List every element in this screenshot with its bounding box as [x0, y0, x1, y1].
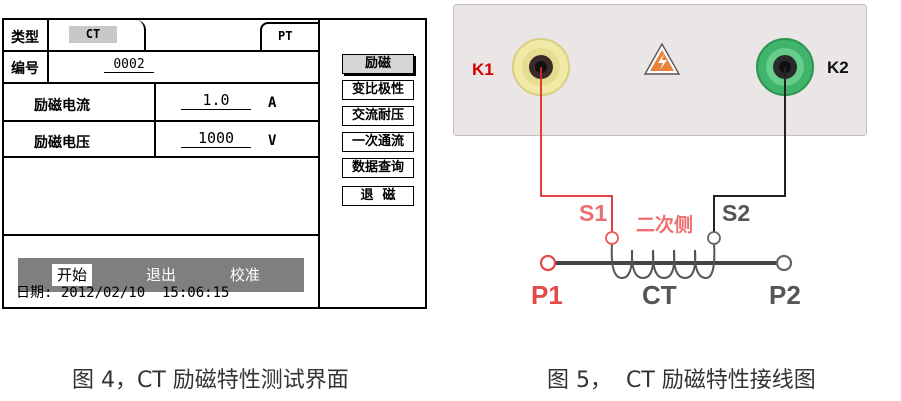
s2-label: S2: [722, 200, 751, 226]
warning-icon: [643, 42, 681, 75]
screen-divider: [318, 20, 320, 307]
menu-demagnetize[interactable]: 退 磁: [342, 186, 414, 206]
start-button[interactable]: 开始: [52, 264, 92, 286]
p1-terminal: [539, 254, 557, 272]
s1-label: S1: [579, 200, 608, 226]
s2-terminal: [707, 231, 721, 245]
voltage-label: 励磁电压: [34, 135, 90, 151]
menu-primary-current[interactable]: 一次通流: [342, 132, 414, 152]
type-label: 类型: [11, 30, 39, 46]
voltage-row: 励磁电压 1000 V: [4, 122, 318, 158]
ct-label: CT: [642, 280, 677, 310]
current-value[interactable]: 1.0: [181, 91, 251, 110]
type-ct-value: CT: [69, 26, 117, 43]
menu-ac-withstand[interactable]: 交流耐压: [342, 106, 414, 126]
type-pt-value: PT: [278, 29, 293, 43]
exit-button[interactable]: 退出: [146, 266, 177, 284]
red-wire: [540, 67, 613, 236]
p2-terminal: [775, 254, 793, 272]
id-value[interactable]: 0002: [104, 57, 154, 73]
k1-label: K1: [472, 60, 494, 79]
voltage-value[interactable]: 1000: [181, 129, 251, 148]
calibrate-button[interactable]: 校准: [230, 266, 261, 284]
figure5-caption: 图 5， CT 励磁特性接线图: [547, 368, 816, 393]
type-row: 类型 CT PT: [4, 20, 318, 52]
menu-data-query[interactable]: 数据查询: [342, 158, 414, 178]
wiring-diagram: [512, 38, 814, 280]
current-unit: A: [268, 95, 277, 111]
current-label: 励磁电流: [34, 98, 90, 114]
menu-ratio-polarity[interactable]: 变比极性: [342, 80, 414, 100]
id-label: 编号: [11, 61, 39, 77]
tab-pt[interactable]: PT: [260, 22, 318, 50]
secondary-side-label: 二次侧: [636, 214, 694, 236]
voltage-unit: V: [268, 133, 277, 149]
p2-label: P2: [769, 280, 801, 310]
id-row: 编号 0002: [4, 52, 318, 84]
date-time: 日期: 2012/02/10 15:06:15: [16, 285, 230, 301]
action-bar: 开始 退出 校准: [18, 258, 304, 292]
instrument-screen: 类型 CT PT 编号 0002 励磁电流 1.0 A 励磁电压 1000 V …: [2, 18, 427, 309]
black-wire: [713, 67, 786, 236]
k2-label: K2: [827, 58, 849, 77]
figure4-caption: 图 4，CT 励磁特性测试界面: [72, 368, 349, 393]
current-row: 励磁电流 1.0 A: [4, 84, 318, 156]
menu-excitation[interactable]: 励磁: [342, 54, 414, 74]
tab-ct[interactable]: CT: [49, 20, 146, 50]
ct-coil: [610, 242, 716, 280]
p1-label: P1: [531, 280, 563, 310]
s1-terminal: [605, 231, 619, 245]
